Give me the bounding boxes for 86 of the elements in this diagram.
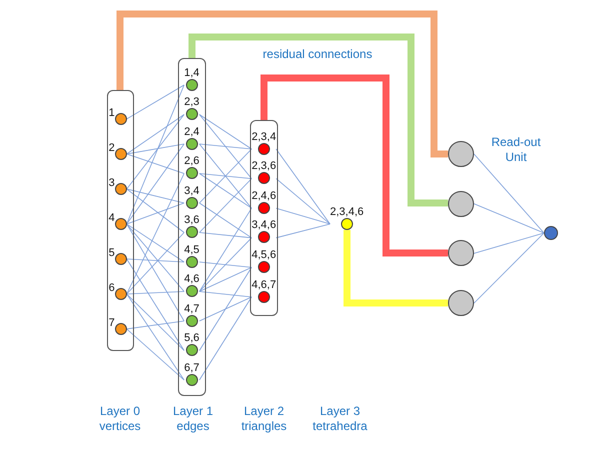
connection-line	[126, 258, 184, 262]
connection-line	[126, 84, 184, 120]
node-label: 3,4,6	[252, 219, 276, 232]
connection-line	[126, 188, 184, 204]
annotation-text: Layer 2 triangles	[240, 404, 288, 434]
node-label: 2,3,4,6	[330, 206, 364, 218]
connection-line	[199, 178, 252, 233]
layer-box	[178, 58, 206, 396]
connection-line	[199, 144, 252, 150]
connection-line	[126, 202, 184, 224]
connection-line	[126, 114, 184, 190]
layer-box	[250, 120, 278, 316]
residual-connection-line	[116, 10, 448, 158]
residual-connection-line	[344, 230, 448, 306]
connection-line	[199, 296, 252, 322]
node-label: 4,5,6	[252, 249, 276, 261]
annotation-text: Read-out Unit	[490, 135, 542, 165]
connection-line	[276, 208, 330, 224]
node-label: 2,3,4	[252, 130, 276, 143]
connection-line	[474, 232, 544, 304]
connection-line	[199, 208, 252, 292]
node-label: 6,7	[184, 362, 200, 374]
connection-line	[126, 328, 184, 380]
connection-line	[199, 296, 252, 380]
residual-connection-line	[188, 34, 448, 206]
node-label: 3,4	[184, 184, 200, 197]
node-label: 4	[108, 212, 115, 224]
connection-line	[276, 224, 330, 238]
annotation-text: Layer 1 edges	[172, 404, 214, 434]
annotation-text: Layer 3 tetrahedra	[312, 404, 368, 434]
node-label: 2,4	[184, 126, 200, 138]
connection-line	[126, 144, 184, 154]
connection-line	[199, 173, 252, 209]
node-label: 5	[108, 246, 115, 259]
connection-line	[199, 114, 252, 179]
connection-line	[199, 148, 252, 204]
node-label: 5,6	[184, 332, 200, 344]
connection-line	[474, 203, 544, 234]
connection-line	[126, 173, 184, 294]
connection-line	[199, 262, 252, 268]
connection-line	[199, 114, 252, 150]
connection-line	[126, 224, 184, 262]
connection-line	[199, 202, 252, 238]
connection-line	[126, 294, 184, 380]
connection-line	[199, 267, 252, 292]
connection-line	[199, 237, 252, 292]
connection-line	[474, 154, 544, 234]
connection-line	[126, 144, 184, 224]
connection-line	[126, 224, 184, 292]
node-label: 2,4,6	[252, 190, 276, 202]
node-label: 6	[108, 282, 115, 294]
connection-line	[126, 291, 184, 294]
annotation-text: Layer 0 vertices	[98, 404, 142, 434]
connection-line	[126, 294, 184, 351]
connection-line	[276, 148, 330, 224]
annotation-text: residual connections	[262, 47, 374, 62]
connection-line	[126, 224, 184, 322]
connection-line	[126, 154, 184, 174]
connection-line	[199, 291, 252, 298]
node-label: 2	[108, 142, 115, 154]
node-label: 3,6	[184, 214, 200, 226]
node-label: 7	[108, 316, 115, 329]
connection-line	[199, 144, 252, 209]
node-label: 3	[108, 176, 115, 189]
connection-line	[126, 84, 184, 224]
layer-box	[107, 90, 134, 351]
connection-line	[126, 188, 184, 233]
node-label: 1	[108, 106, 115, 119]
connection-line	[199, 267, 252, 351]
node-label: 4,6,7	[252, 278, 276, 291]
connection-line	[199, 173, 252, 179]
node-label: 1,4	[184, 66, 200, 79]
connection-line	[199, 232, 252, 238]
node-label: 4,5	[184, 244, 200, 256]
connection-line	[126, 232, 184, 294]
node-label: 4,7	[184, 302, 200, 315]
connection-line	[276, 178, 330, 224]
connection-line	[126, 320, 184, 330]
node-label: 4,6	[184, 273, 200, 286]
node-label: 2,6	[184, 155, 200, 168]
connection-line	[126, 114, 184, 154]
residual-connection-line	[260, 74, 448, 256]
node-label: 2,3,6	[252, 160, 276, 172]
connection-line	[474, 232, 544, 254]
node-label: 2,3	[184, 96, 200, 108]
connection-line	[126, 258, 184, 351]
